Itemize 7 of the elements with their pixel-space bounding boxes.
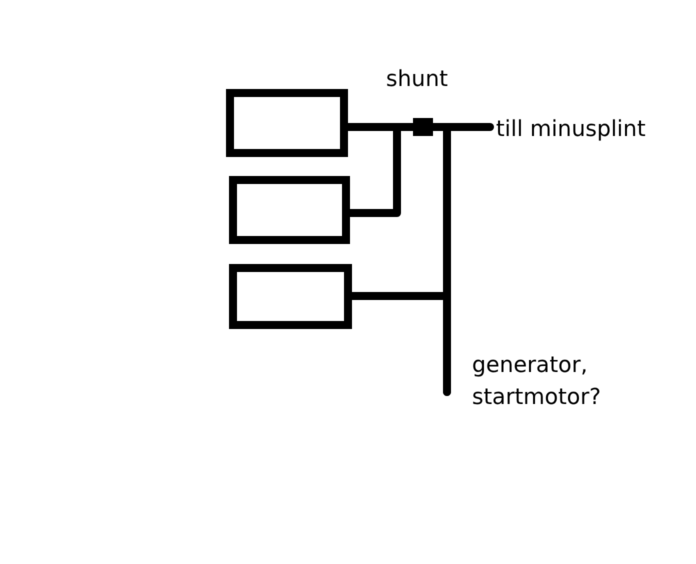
- battery-box: [229, 264, 352, 329]
- battery-box: [226, 89, 348, 157]
- connection-label: generator, startmotor?: [472, 350, 642, 414]
- shunt-label: shunt: [386, 66, 448, 94]
- shunt-block: [413, 118, 433, 136]
- connection-label: till minusplint: [496, 114, 686, 146]
- battery-box: [229, 176, 350, 244]
